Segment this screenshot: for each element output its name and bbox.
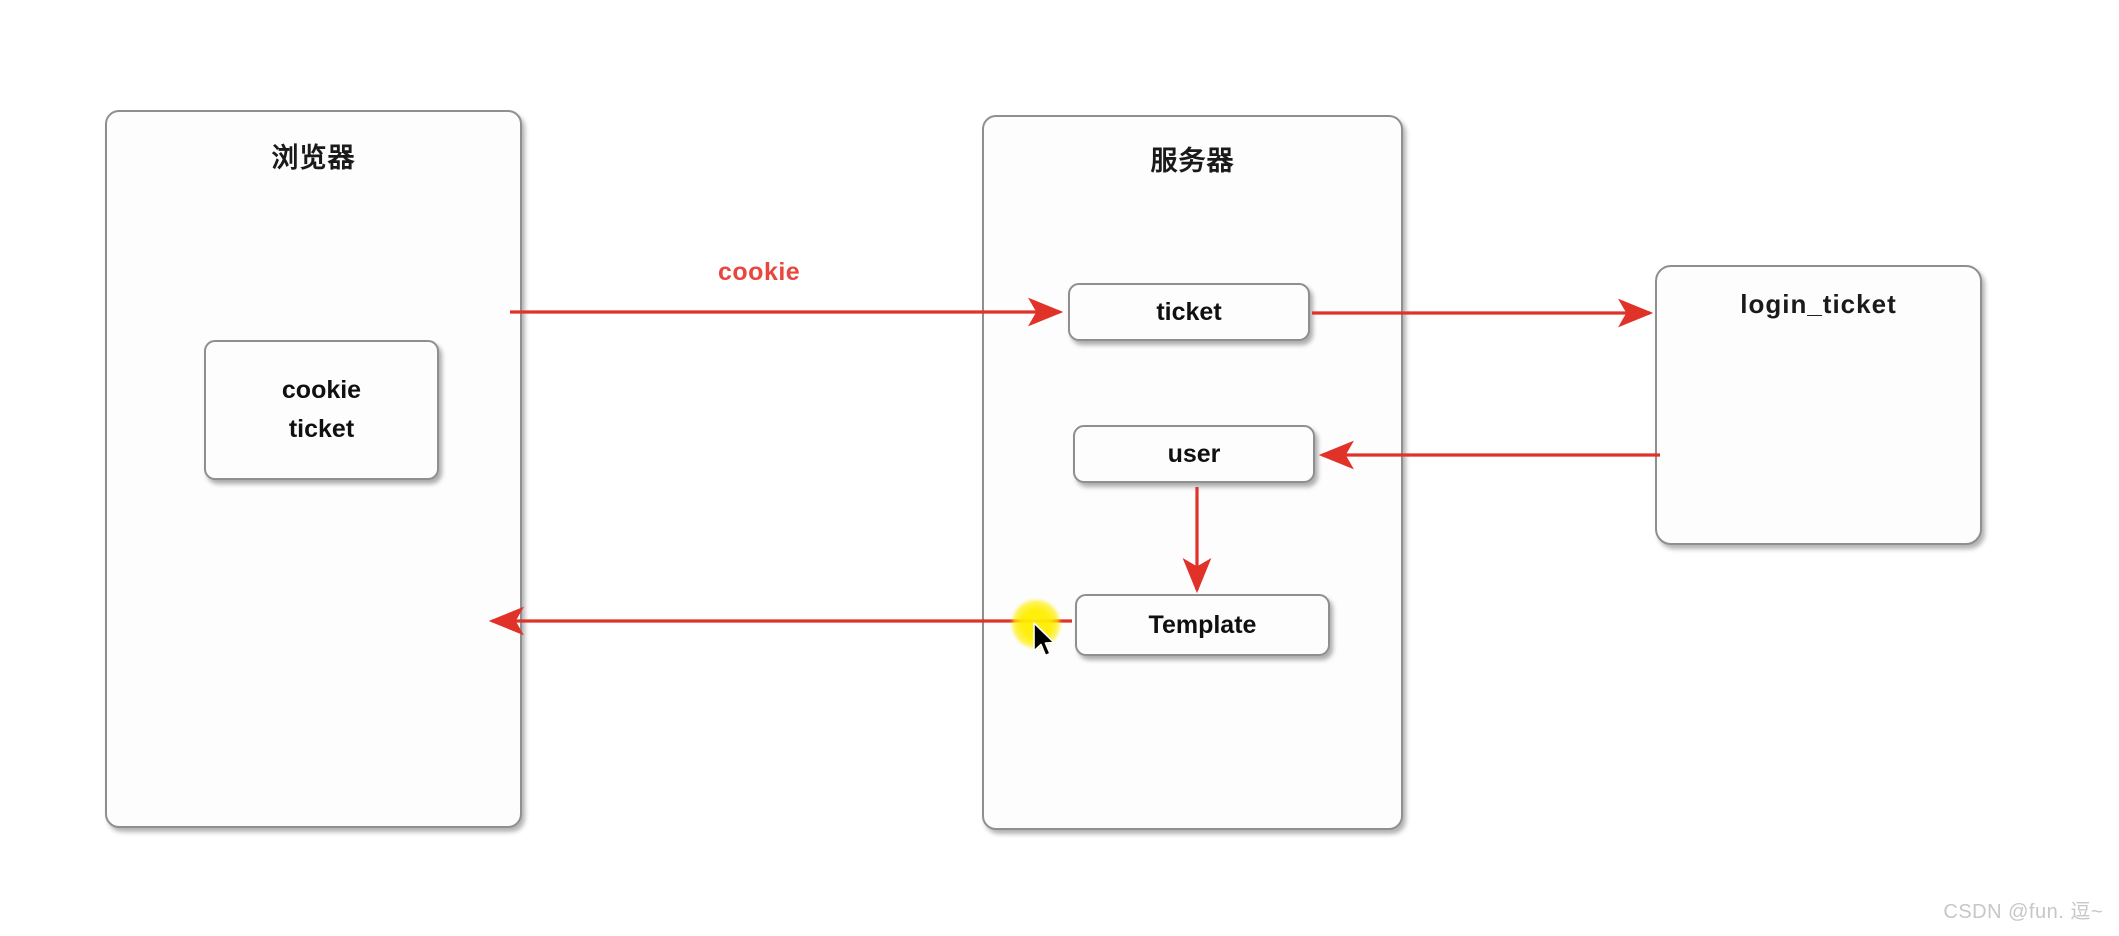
mouse-cursor-icon (1033, 622, 1055, 657)
cookie-label-text: cookie (281, 376, 362, 405)
user-node-label: user (1167, 439, 1221, 468)
cookie-ticket-node: cookie ticket (204, 340, 439, 480)
ticket-node: ticket (1068, 283, 1310, 341)
browser-title: 浏览器 (271, 143, 356, 173)
template-node: Template (1075, 594, 1330, 656)
login-ticket-container: login_ticket (1655, 265, 1982, 545)
login-ticket-title: login_ticket (1740, 289, 1897, 319)
cookie-arrow-label: cookie (718, 258, 801, 286)
ticket-label-text: ticket (288, 415, 355, 443)
watermark: CSDN @fun. 逗~ (1943, 901, 2103, 923)
server-title: 服务器 (1150, 146, 1235, 176)
template-node-label: Template (1148, 610, 1257, 639)
ticket-node-label: ticket (1156, 297, 1222, 326)
user-node: user (1073, 425, 1315, 483)
